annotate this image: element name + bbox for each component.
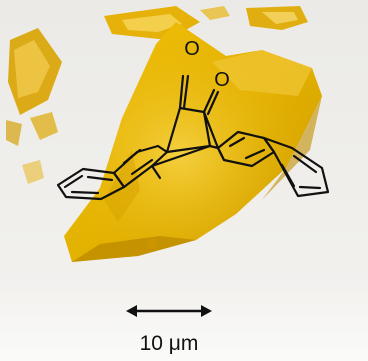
left-naphthalene	[56, 144, 169, 201]
crystal-photograph	[0, 0, 368, 300]
crystal-fragments-left	[6, 28, 62, 184]
oxygen-atom-label: O	[184, 38, 200, 60]
scale-bar	[126, 305, 212, 317]
bicyclic-bridge	[150, 106, 226, 180]
molecule-structure: O O	[56, 38, 330, 201]
right-naphthalene	[216, 130, 330, 198]
oxygen-atom-label: O	[214, 69, 230, 91]
carbonyl-groups	[178, 74, 220, 116]
scale-bar-label: 10 μm	[139, 332, 199, 355]
lower-background	[0, 292, 368, 361]
